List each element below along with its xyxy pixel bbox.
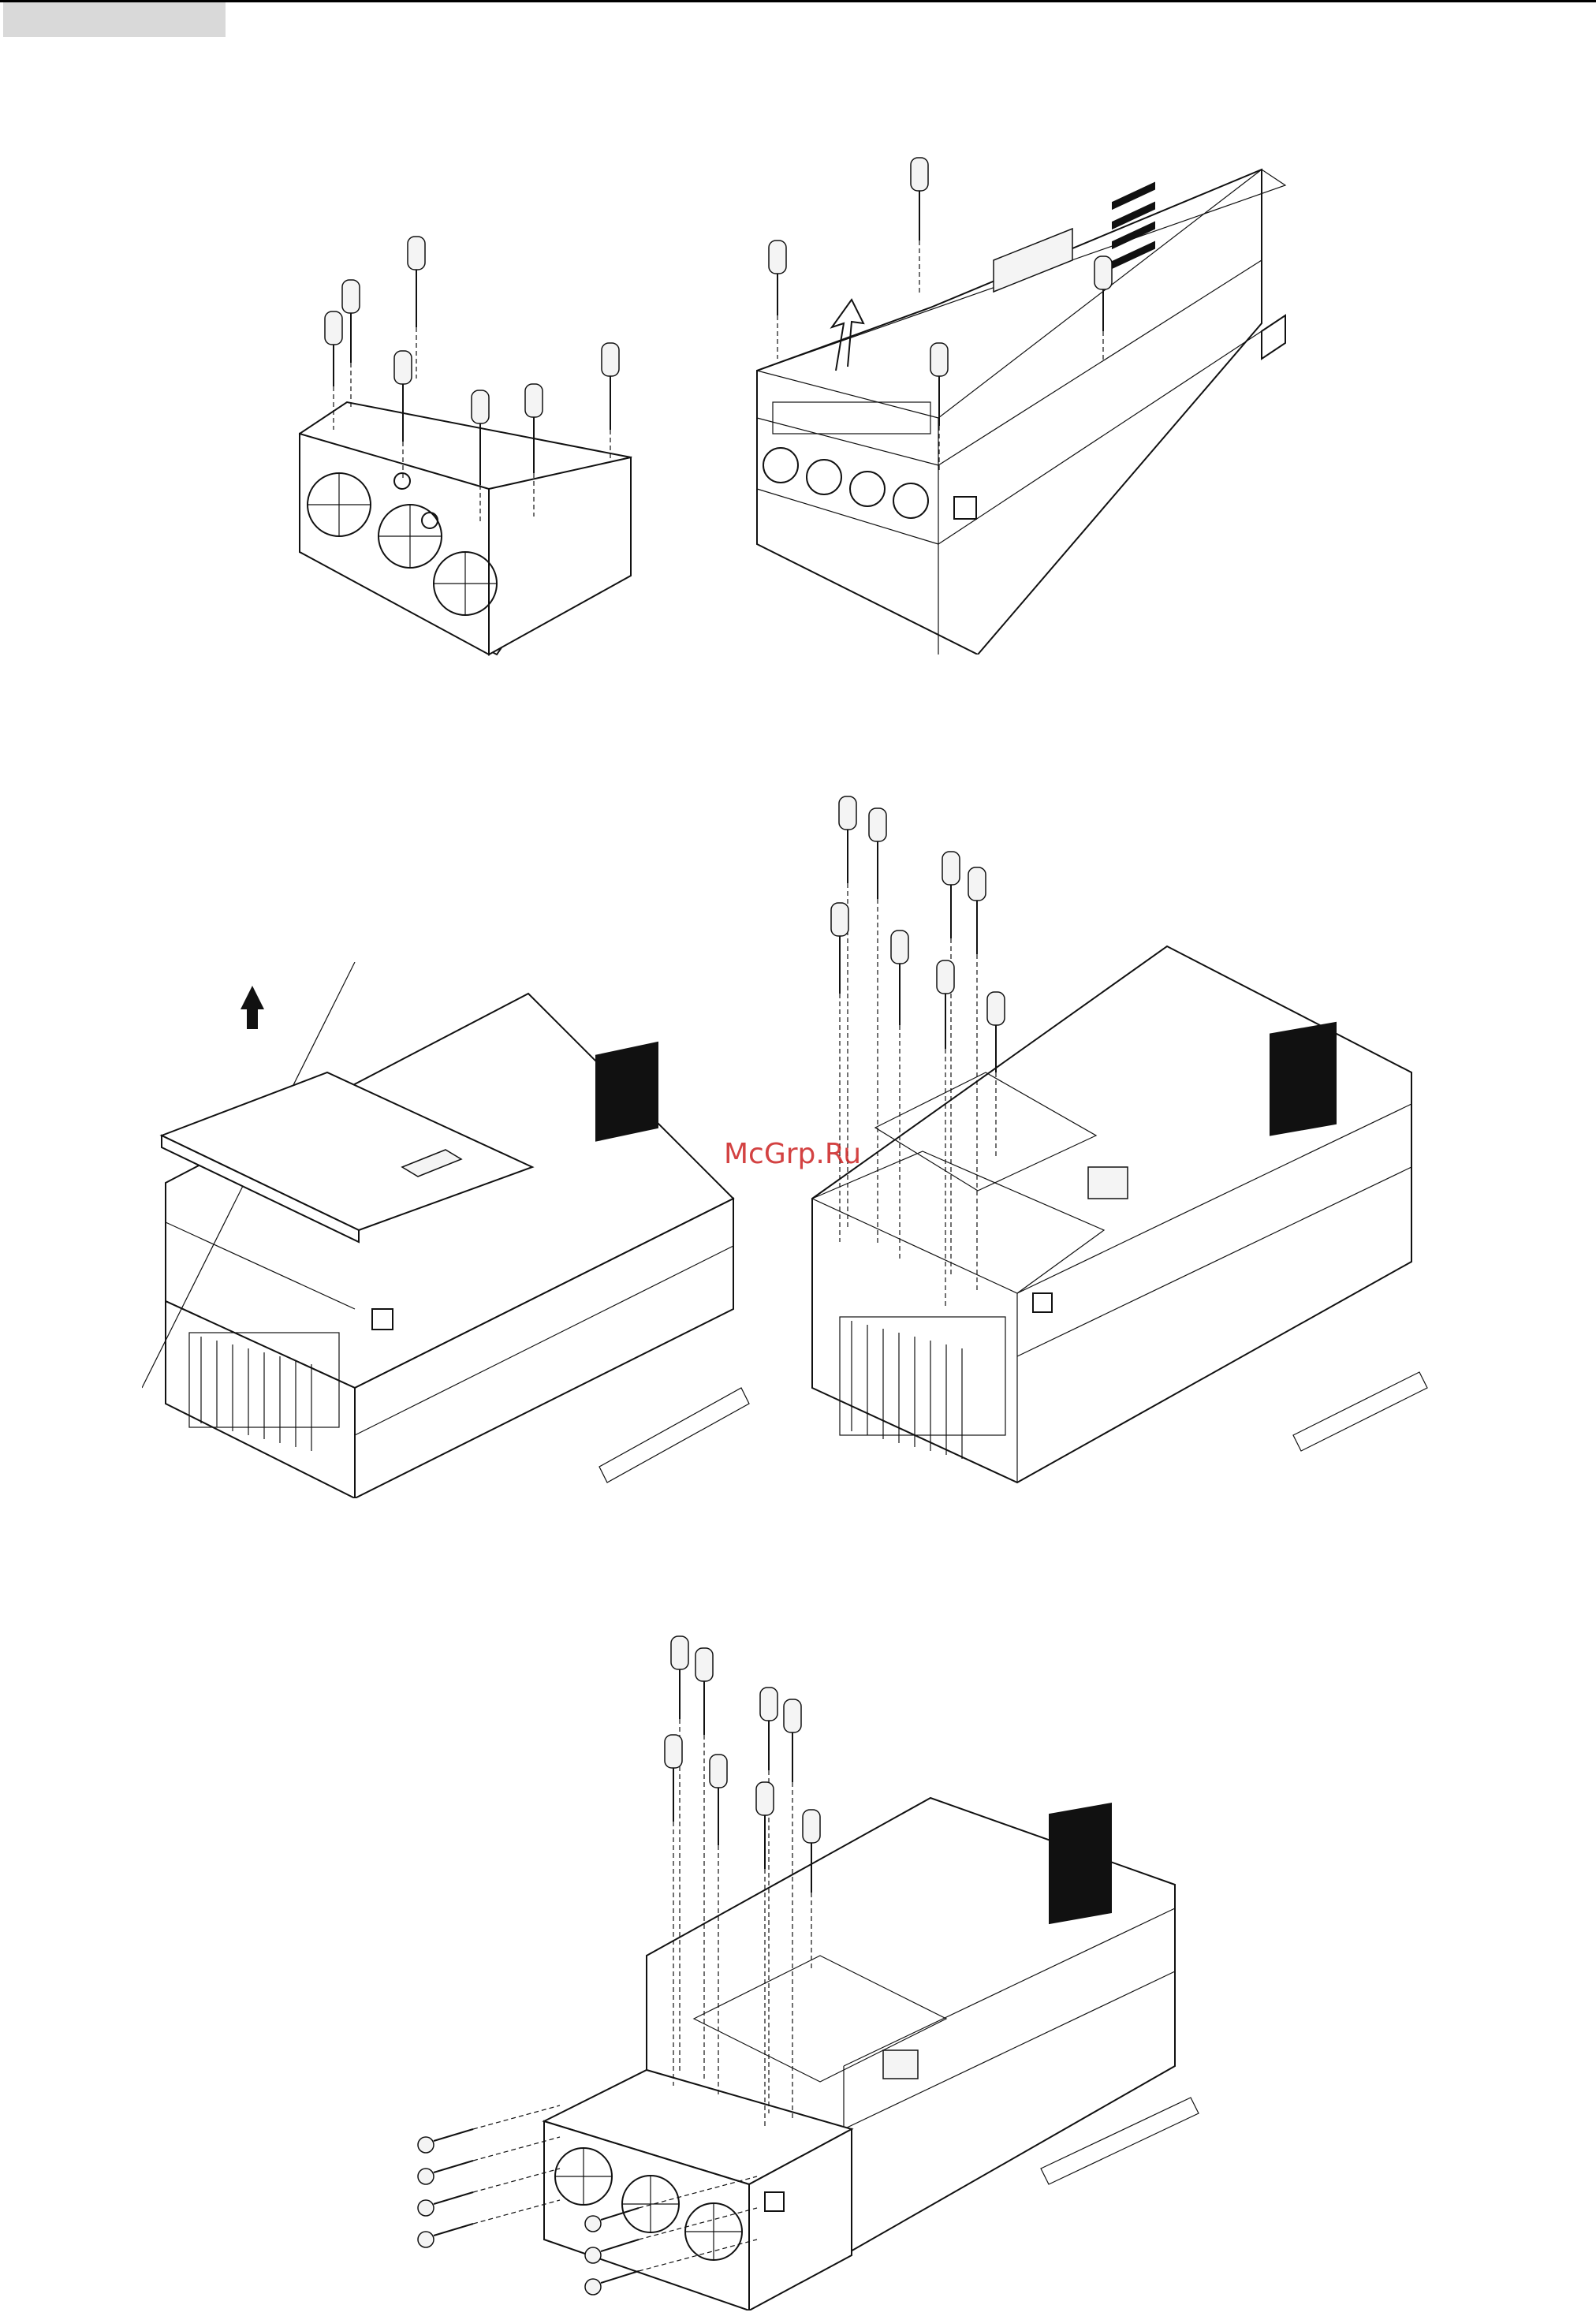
vent-grille	[1270, 1022, 1337, 1136]
header-tab	[3, 2, 226, 37]
screw-icon	[418, 2169, 560, 2216]
drive-chassis	[757, 170, 1285, 655]
screwdriver-icon	[769, 241, 786, 359]
vent-grille	[595, 1042, 658, 1142]
figure-top-cover-lift	[733, 150, 1301, 655]
figure-terminal-box-attach	[378, 1624, 1214, 2310]
screw-icon	[418, 2105, 560, 2153]
screw-icon	[418, 2200, 560, 2247]
conduit-box	[300, 402, 631, 655]
arrow-up-icon	[241, 986, 264, 1029]
screwdriver-icon	[342, 280, 360, 410]
figure-front-cover-removal	[284, 221, 647, 662]
screwdriver-icon	[911, 158, 928, 296]
figure-inner-screws-removal	[781, 789, 1451, 1498]
vent-grille	[1049, 1803, 1112, 1924]
screw-icon	[418, 2137, 560, 2184]
screwdriver-icon	[602, 343, 619, 461]
watermark: McGrp.Ru	[724, 1138, 861, 1170]
header-rule	[0, 0, 1596, 2]
figure-cover-lifted-off	[142, 962, 757, 1498]
